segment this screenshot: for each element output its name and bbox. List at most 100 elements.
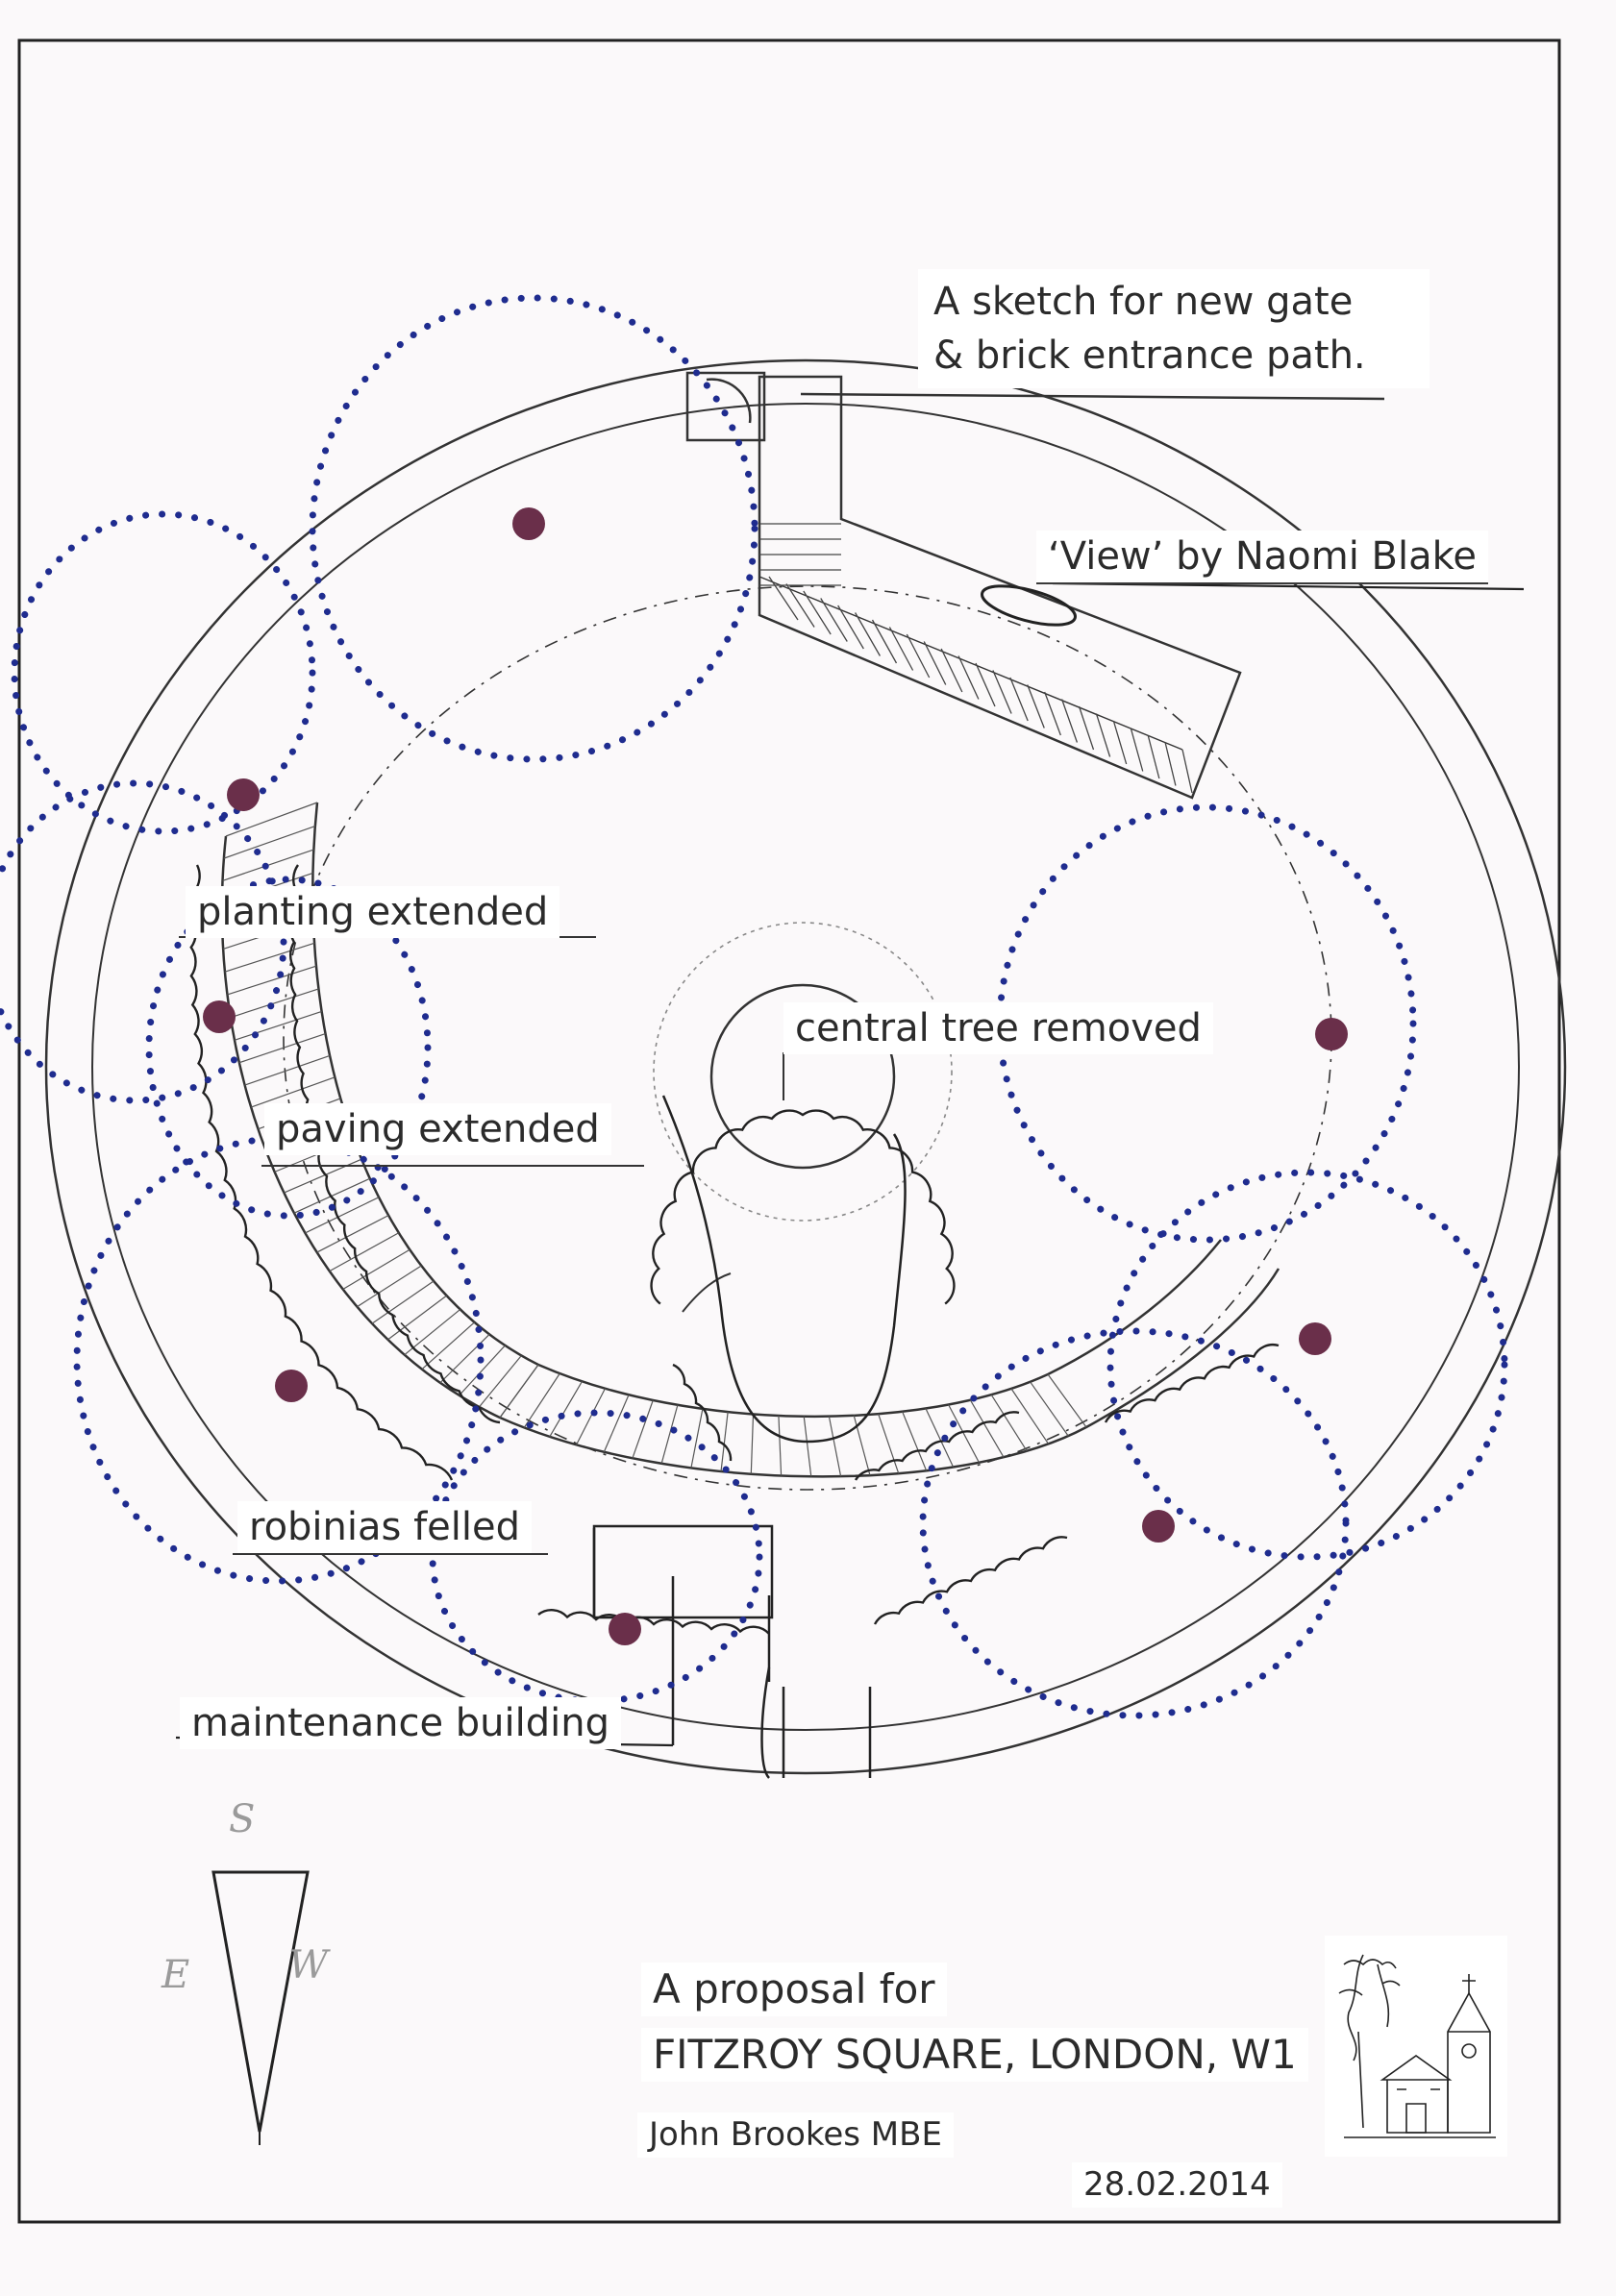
maintenance-building-label: maintenance building (180, 1697, 621, 1749)
project-title: FITZROY SQUARE, LONDON, W1 (641, 2028, 1308, 2083)
entrance-hatch-line (906, 633, 931, 679)
entrance-hatch-line (803, 590, 832, 635)
north-arrow-triangle (211, 1870, 310, 2133)
horseshoe-hatch-line (234, 1010, 322, 1041)
tree-trunk (227, 778, 260, 811)
lower-bed-right (873, 1536, 1068, 1625)
tree-sketch (1347, 1954, 1390, 2129)
tree-canopy (996, 803, 1417, 1244)
chapel-door (1397, 2088, 1440, 2134)
tree-canopy (0, 779, 287, 1104)
gate-swing (706, 378, 752, 424)
maintenance-building-lines (592, 1528, 675, 1745)
chapel-body (1380, 2055, 1453, 2134)
lower-bed-left (537, 1609, 770, 1635)
proposal-heading: A proposal for (641, 1963, 947, 2017)
chapel-tower (1447, 1991, 1491, 2134)
north-arrow-icon (211, 1870, 310, 2145)
gate-and-entrance-path (685, 371, 1385, 800)
horseshoe-hatch-line (523, 1372, 560, 1428)
entrance-hatch-line (888, 627, 914, 671)
rear-path (782, 1687, 872, 1778)
horseshoe-hatch-line (803, 1416, 812, 1477)
entrance-hatch-line (1147, 734, 1160, 779)
central-area (653, 922, 953, 1444)
horseshoe-hatch-line (549, 1381, 583, 1438)
central-bed-scallop (650, 1109, 956, 1305)
horseshoe-hatch-line (250, 1076, 336, 1108)
entrance-hatch-line (871, 619, 898, 664)
tree-trunk (1315, 1018, 1348, 1050)
horseshoe-hatch-line (925, 1408, 955, 1468)
sheet-border (17, 38, 1561, 2224)
entrance-hatch-line (1164, 742, 1177, 786)
horseshoe-hatch-line (227, 965, 317, 996)
chapel-cross (1462, 1974, 1476, 1993)
central-bed-left (672, 1363, 733, 1462)
right-bed (1104, 1344, 1280, 1423)
horseshoe-hatch-line (224, 942, 315, 973)
horseshoe-hatch-line (778, 1415, 783, 1476)
entrance-hatch-line (1095, 713, 1111, 757)
horseshoe-hatch-line (660, 1404, 679, 1464)
inner-ring (91, 403, 1520, 1731)
maintenance-path-left (760, 1666, 771, 1779)
view-sculpture-label: ‘View’ by Naomi Blake (1036, 531, 1488, 584)
planting-beds (189, 864, 1280, 1635)
entrance-hatch-line (1060, 699, 1079, 743)
gate-sketch-label-line1: A sketch for new gate (933, 280, 1354, 324)
drawing-date: 28.02.2014 (1072, 2162, 1282, 2209)
horseshoe-hatch-line (720, 1412, 729, 1472)
church-emblem-drawing (1338, 1954, 1496, 2138)
entrance-hatch-line (1130, 728, 1144, 772)
horseshoe-hatch-line (230, 988, 319, 1019)
horseshoe-hatch-line (902, 1411, 928, 1471)
central-dotted-circle (653, 922, 953, 1222)
entrance-hatch-line (855, 612, 881, 656)
left-bed-outer-edge (189, 864, 454, 1481)
horseshoe-hatch-line (342, 1248, 410, 1291)
horseshoe-hatch-line (478, 1355, 522, 1408)
horseshoe-hatch-line (969, 1399, 1005, 1458)
horseshoe-hatch-line (238, 1032, 326, 1064)
horseshoe-hatch-line (357, 1265, 422, 1308)
label-leader-lines (179, 936, 644, 1555)
maintenance-building-box (592, 1524, 774, 1619)
hand-note-w: W (288, 1943, 329, 1987)
entrance-hatch-line (1112, 720, 1128, 765)
entrance-path-edge (758, 576, 1183, 751)
tree-canopy (429, 1409, 763, 1705)
gate-sketch-label-line2: & brick entrance path. (933, 333, 1366, 378)
horseshoe-hatch-line (329, 1232, 400, 1272)
horseshoe-hatch-line (853, 1415, 871, 1476)
horseshoe-hatch-line (223, 825, 316, 859)
horseshoe-hatch-line (459, 1345, 506, 1396)
horseshoe-hatch-line (316, 1215, 389, 1253)
horseshoe-hatch-line (632, 1399, 654, 1459)
paving-extended-label: paving extended (264, 1103, 611, 1155)
central-bed (661, 1095, 907, 1444)
tree-canopy (919, 1327, 1350, 1719)
view-sculpture (981, 581, 1525, 627)
horseshoe-hatch-line (371, 1280, 435, 1324)
outer-ring (44, 358, 1567, 1775)
horseshoe-outer (220, 835, 1280, 1478)
horseshoe-hatch-line (576, 1388, 606, 1445)
entrance-hatch-line (923, 641, 947, 685)
horseshoe-hatch-line (828, 1416, 842, 1477)
central-tree-label: central tree removed (783, 1002, 1213, 1054)
horseshoe-hatch-line (387, 1295, 447, 1341)
sculpture-outline (981, 584, 1077, 627)
tree-trunk (1299, 1322, 1331, 1355)
tree-foliage (1338, 1959, 1401, 1996)
horseshoe-hatch-line (439, 1333, 490, 1384)
horseshoe-hatch-line (878, 1413, 900, 1474)
entrance-hatch-line (1009, 677, 1029, 722)
tree-trunk (609, 1613, 641, 1645)
entrance-hatch-line (957, 655, 980, 700)
horseshoe-hatch-line (421, 1321, 475, 1370)
horseshoe-hatch-line (948, 1404, 980, 1464)
horseshoe-hatch-line (244, 1054, 331, 1086)
view-leader-line (1052, 581, 1525, 591)
church-emblem-icon (1325, 1936, 1507, 2157)
